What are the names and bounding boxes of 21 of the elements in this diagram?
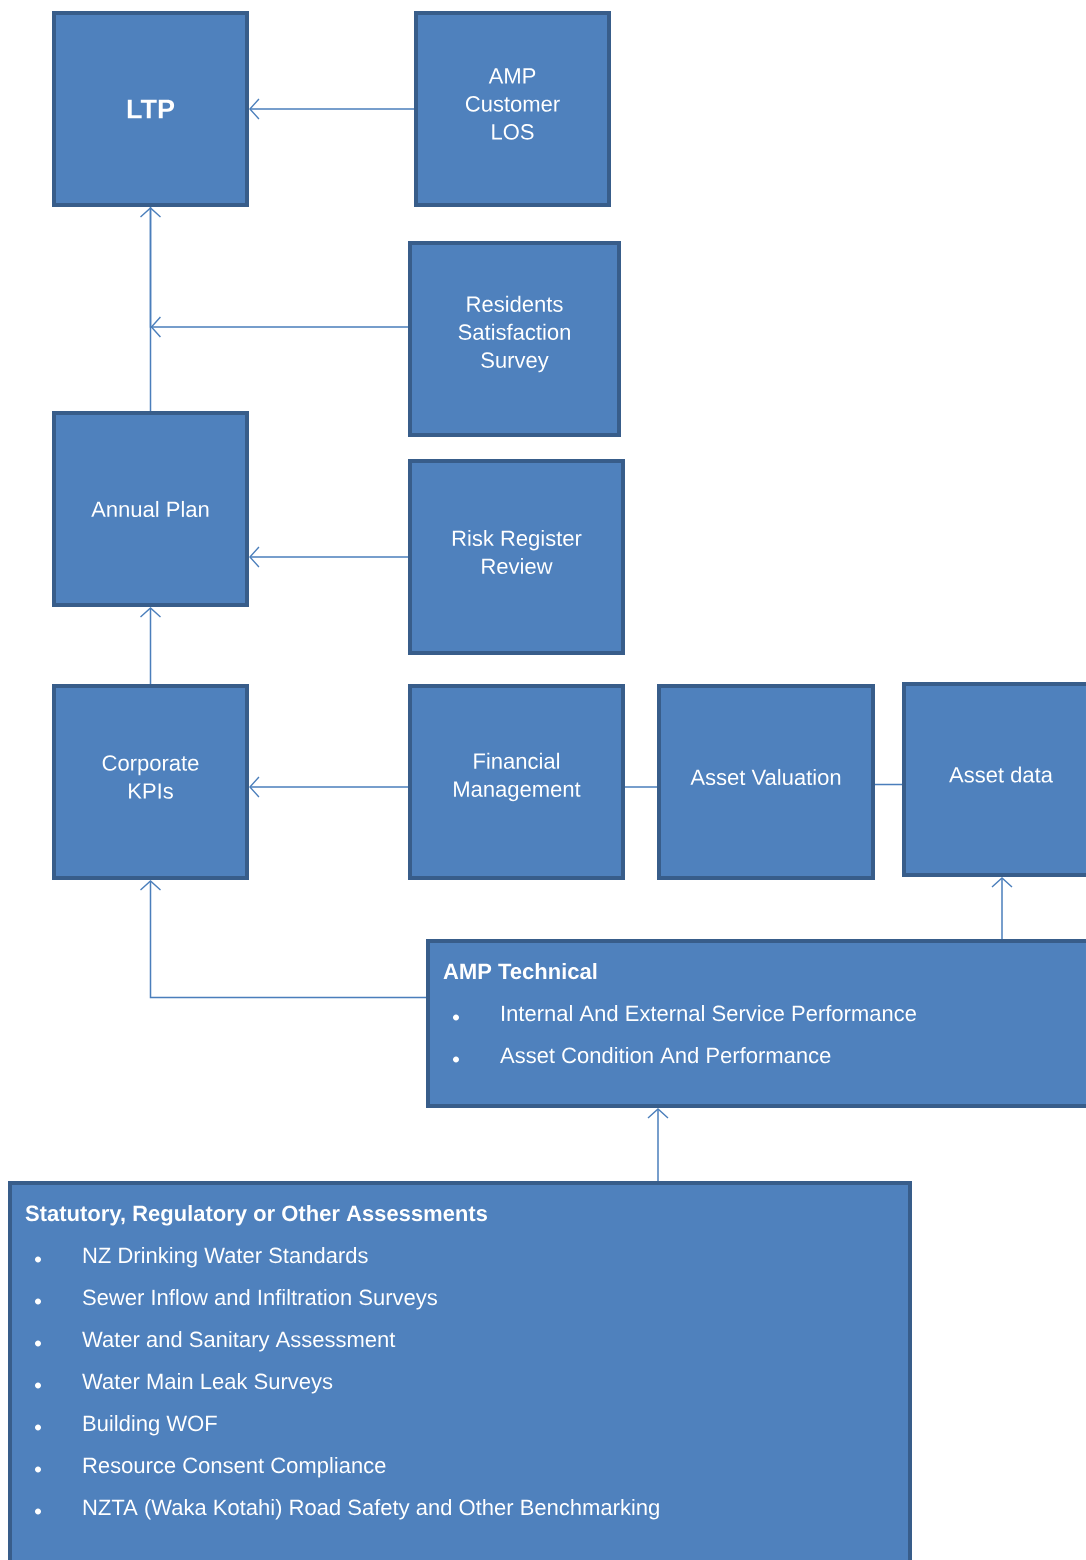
process-box: Asset Valuation bbox=[657, 684, 875, 880]
arrow bbox=[647, 1108, 669, 1182]
list-box: AMP Technical Internal And External Service Performance Asset Condition And Performance bbox=[426, 939, 1086, 1108]
process-box: LTP bbox=[52, 11, 249, 207]
arrow bbox=[249, 776, 409, 798]
arrow bbox=[249, 98, 415, 120]
list-box: Statutory, Regulatory or Other Assessments NZ Drinking Water Standards Sewer Inflow and Infiltration Surveys Water and Sanitary Assessment Water Main Leak Surveys Building WOF Resource Consent Compliance NZTA (Waka Kotahi) Road Safety and Other Benchmarking bbox=[8, 1181, 912, 1560]
process-box: Annual Plan bbox=[52, 411, 249, 607]
arrow bbox=[139, 607, 162, 685]
process-box: Corporate KPIs bbox=[52, 684, 249, 880]
arrow bbox=[249, 546, 409, 568]
connector-line bbox=[624, 786, 658, 788]
process-box: AMP Customer LOS bbox=[414, 11, 611, 207]
arrow bbox=[139, 880, 427, 999]
process-box: Residents Satisfaction Survey bbox=[408, 241, 621, 437]
connector-line bbox=[874, 783, 903, 786]
process-box: Risk Register Review bbox=[408, 459, 625, 655]
arrow bbox=[991, 877, 1013, 940]
arrow bbox=[139, 207, 162, 412]
process-box: Asset data bbox=[902, 682, 1086, 877]
process-box: Financial Management bbox=[408, 684, 625, 880]
